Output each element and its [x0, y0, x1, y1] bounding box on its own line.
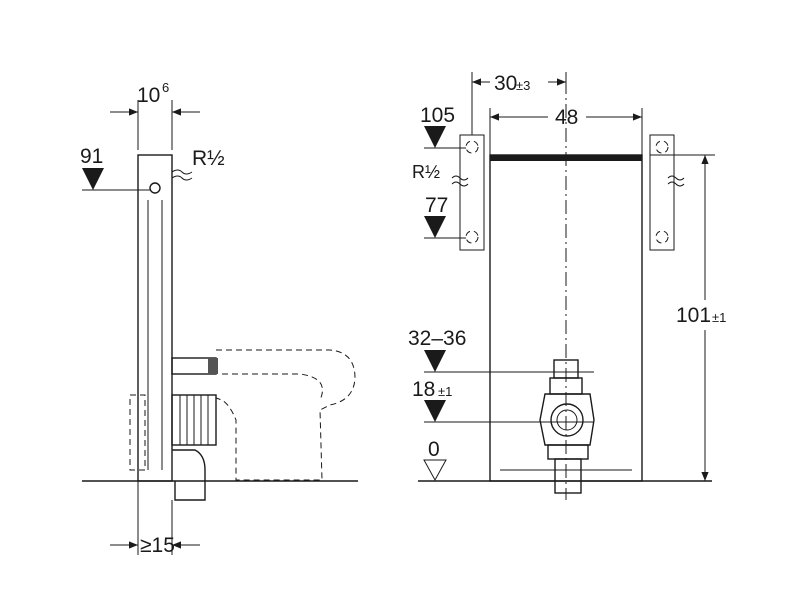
side-view: 10 6 91 R½ ≥15 [80, 80, 358, 557]
level-triangle-icon [424, 350, 446, 372]
floor-level-triangle-icon [423, 459, 447, 482]
dim-bottom-label: ≥15 [140, 534, 175, 557]
height-conn-bottom-label: 77 [425, 194, 448, 217]
level-triangle-icon [424, 216, 446, 238]
left-bracket [459, 134, 485, 251]
toilet-bowl-inner [222, 373, 323, 401]
height-range-label: 32–36 [408, 327, 466, 350]
height-water-label: 91 [80, 145, 103, 168]
height-floor-label: 0 [428, 438, 440, 461]
water-wave-icon [171, 169, 193, 181]
right-bracket [649, 134, 685, 251]
flush-pipe-seal [208, 358, 218, 374]
level-triangle-icon [424, 126, 446, 148]
frame-outline [137, 154, 173, 482]
level-triangle-icon [82, 168, 104, 190]
water-connection-label: R½ [412, 162, 440, 182]
level-triangle-icon [424, 400, 446, 422]
dim-height-label: 101 [676, 304, 711, 327]
dim-width-label: 48 [555, 106, 578, 129]
dim-top-width-sup: 6 [162, 80, 169, 95]
height-drain-label: 18 [412, 378, 435, 401]
drain-elbow [171, 394, 217, 501]
drain-fitting [539, 359, 595, 494]
dim-spacing-tol: ±3 [516, 78, 530, 93]
front-view: 30 ±3 48 105 R½ 77 32–36 18 ±1 0 [408, 72, 726, 500]
water-connection-point [149, 182, 161, 194]
water-connection-label: R½ [192, 147, 225, 170]
height-drain-tol: ±1 [438, 384, 452, 399]
toilet-bowl-outline [215, 349, 356, 481]
dim-top-width-label: 10 [137, 84, 160, 107]
frame-foot-outline [129, 394, 146, 471]
height-conn-top-label: 105 [420, 104, 455, 127]
dim-spacing-label: 30 [494, 72, 517, 95]
water-wave-icon [451, 175, 469, 187]
dim-height-tol: ±1 [712, 310, 726, 325]
